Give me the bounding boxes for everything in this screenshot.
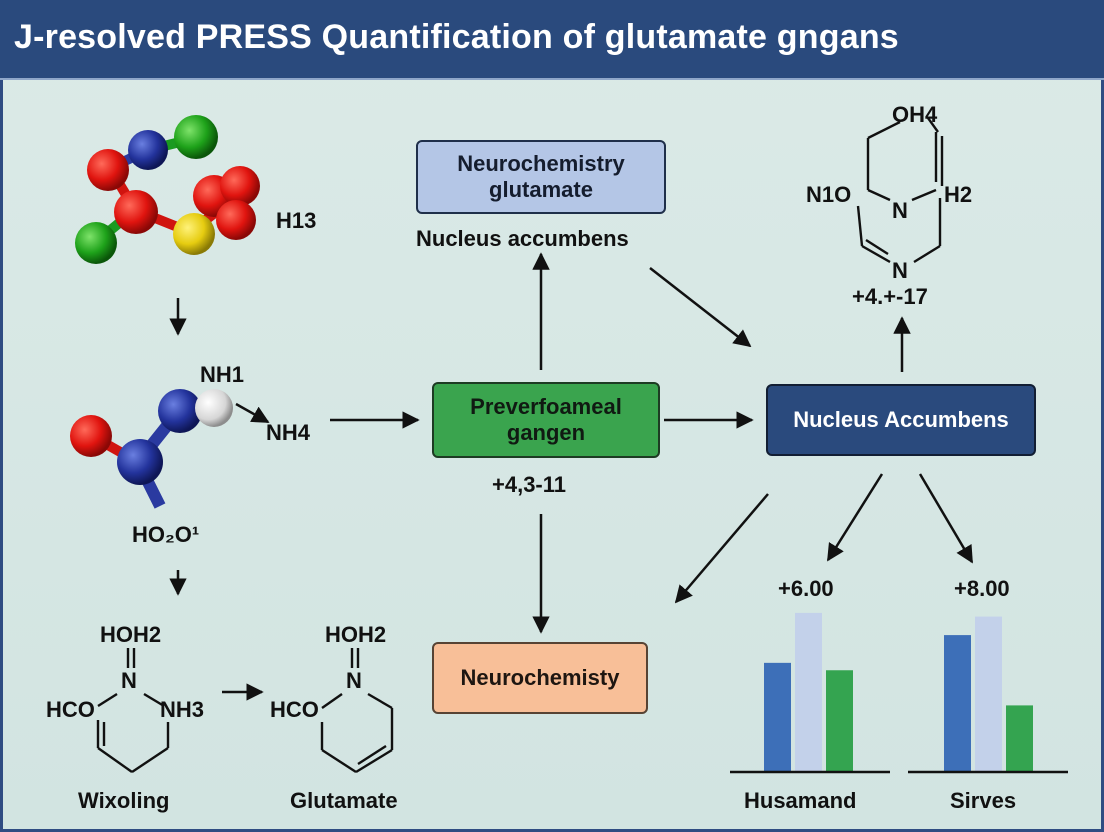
ring-tr-value: +4.+-17 bbox=[852, 284, 928, 309]
ring-right-top: HOH2 bbox=[325, 622, 387, 647]
ring-left-nh3: NH3 bbox=[160, 697, 205, 722]
bar-left-3 bbox=[826, 670, 853, 772]
ring-tr-right: H2 bbox=[944, 182, 973, 207]
bar-right-2 bbox=[975, 616, 1002, 772]
chart-left-xlabel: Husamand bbox=[744, 788, 857, 813]
molecule-mid-ho: HO₂O¹ bbox=[132, 522, 200, 547]
molecule-mid bbox=[70, 389, 233, 509]
arrow-to-chart-right bbox=[918, 473, 974, 564]
arrow-diag-left-down bbox=[674, 493, 769, 604]
ring-right-caption: Glutamate bbox=[290, 788, 398, 813]
box-preverfoameal-line1: Preverfoameal bbox=[470, 394, 622, 420]
ring-left-top: HOH2 bbox=[100, 622, 162, 647]
title-bar: J-resolved PRESS Quantification of gluta… bbox=[0, 0, 1104, 80]
chart-left-annotation: +6.00 bbox=[778, 576, 834, 601]
molecule-mid-nh1: NH1 bbox=[200, 362, 245, 387]
chart-right-annotation: +8.00 bbox=[954, 576, 1010, 601]
ring-right-hco: HCO bbox=[270, 697, 319, 722]
box-neuro-line2: glutamate bbox=[489, 177, 593, 202]
label-value-mid: +4,3-11 bbox=[492, 472, 567, 497]
page-title: J-resolved PRESS Quantification of gluta… bbox=[14, 18, 899, 56]
molecule-top bbox=[75, 115, 260, 264]
ring-right-n: N bbox=[346, 668, 362, 693]
bar-right-3 bbox=[1006, 705, 1033, 772]
box-preverfoameal-line2: gangen bbox=[506, 420, 586, 445]
ring-tr-n-bottom: N bbox=[892, 258, 908, 283]
ring-left-caption: Wixoling bbox=[78, 788, 170, 813]
ring-tr-left: N1O bbox=[806, 182, 852, 207]
bar-chart-right bbox=[944, 616, 1033, 772]
bar-chart-left bbox=[764, 612, 853, 772]
bar-left-2 bbox=[795, 612, 822, 772]
box-neuro-line1: Neurochemistry bbox=[457, 151, 625, 177]
molecule-mid-nh4: NH4 bbox=[266, 420, 311, 445]
box-nucleus-accumbens: Nucleus Accumbens bbox=[766, 384, 1036, 456]
arrow-to-chart-left bbox=[826, 473, 884, 562]
ring-tr-top: OH4 bbox=[892, 102, 938, 127]
arrow-diag-to-nucleus bbox=[649, 267, 752, 348]
molecule-top-label: H13 bbox=[276, 208, 317, 233]
arrow-nh1-nh4 bbox=[235, 402, 270, 424]
label-nucleus-accumbens: Nucleus accumbens bbox=[416, 226, 629, 251]
ring-right bbox=[320, 648, 394, 774]
chart-right-xlabel: Sirves bbox=[950, 788, 1017, 813]
ring-tr-n-mid: N bbox=[892, 198, 908, 223]
ring-left-hco: HCO bbox=[46, 697, 95, 722]
box-neurochemisty: Neurochemisty bbox=[432, 642, 648, 714]
bar-left-1 bbox=[764, 662, 791, 772]
ring-topright bbox=[856, 117, 944, 264]
ring-left-n: N bbox=[121, 668, 137, 693]
bar-right-1 bbox=[944, 635, 971, 772]
ring-left bbox=[96, 648, 170, 773]
